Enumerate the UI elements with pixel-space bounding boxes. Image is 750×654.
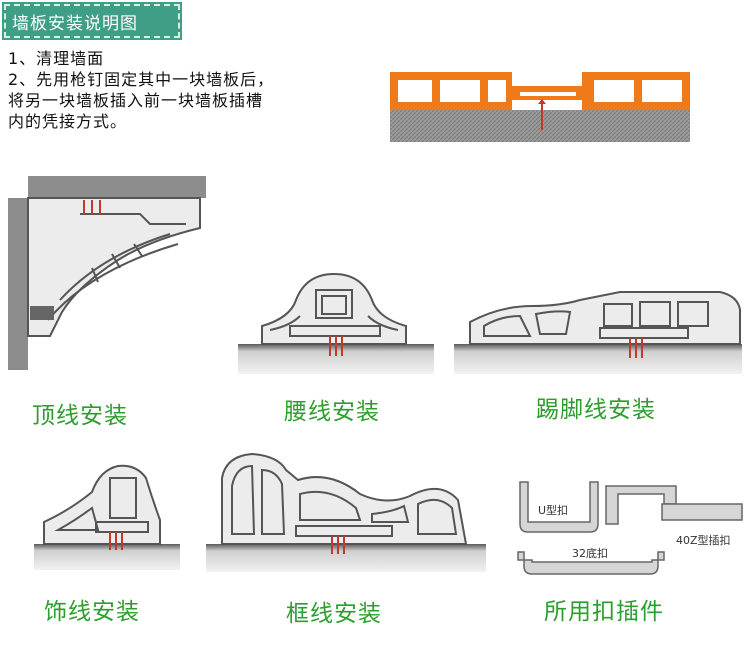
nail-icon [83,200,101,214]
wall-surface [454,344,742,374]
waist-profile [261,272,407,345]
base-clip [517,551,665,575]
wall-base [390,110,690,142]
nail-icon [629,338,643,358]
nail-icon [331,536,345,554]
instruction-step-2-line-3: 内的凭接方式。 [8,112,128,131]
instruction-step-2-line-2: 将另一块墙板插入前一块墙板插槽 [8,91,264,110]
decor-profile [43,464,161,545]
clips-diagram [517,481,743,575]
orange-panel-cells [398,80,682,102]
ceiling [28,176,206,198]
skirting-diagram [454,291,742,374]
instruction-step-1: 1、清理墙面 [8,49,105,68]
page-title: 墙板安装说明图 [12,14,138,34]
caption-frame-line: 框线安装 [286,601,382,627]
z-clip [605,485,677,525]
instruction-step-2-line-1: 2、先用枪钉固定其中一块墙板后， [8,70,275,89]
title-banner [2,2,182,40]
wall [8,198,28,370]
wall-surface [206,544,486,572]
frame-line-diagram [206,452,486,572]
waist-line-diagram [238,272,434,374]
u-clip [519,481,599,533]
crown-molding-diagram [8,176,206,370]
nail-icon [329,336,343,356]
caption-waist-line: 腰线安装 [284,399,380,425]
caption-skirting: 踢脚线安装 [536,397,656,423]
z-clip-label: 40Z型插扣 [676,534,731,547]
decor-line-diagram [34,464,180,570]
instructions: 1、清理墙面 2、先用枪钉固定其中一块墙板后， 将另一块墙板插入前一块墙板插槽 … [8,48,358,132]
caption-clips: 所用扣插件 [544,599,664,625]
nail-head-icon [538,99,546,104]
wall-surface [34,544,180,570]
panel-joint-diagram [390,72,690,142]
caption-decor-line: 饰线安装 [44,599,140,625]
u-clip-label: U型扣 [538,504,569,517]
nail-icon [109,532,123,550]
crown-profile [27,197,201,337]
base-clip-label: 32底扣 [572,547,608,560]
caption-top-line: 顶线安装 [32,403,128,429]
